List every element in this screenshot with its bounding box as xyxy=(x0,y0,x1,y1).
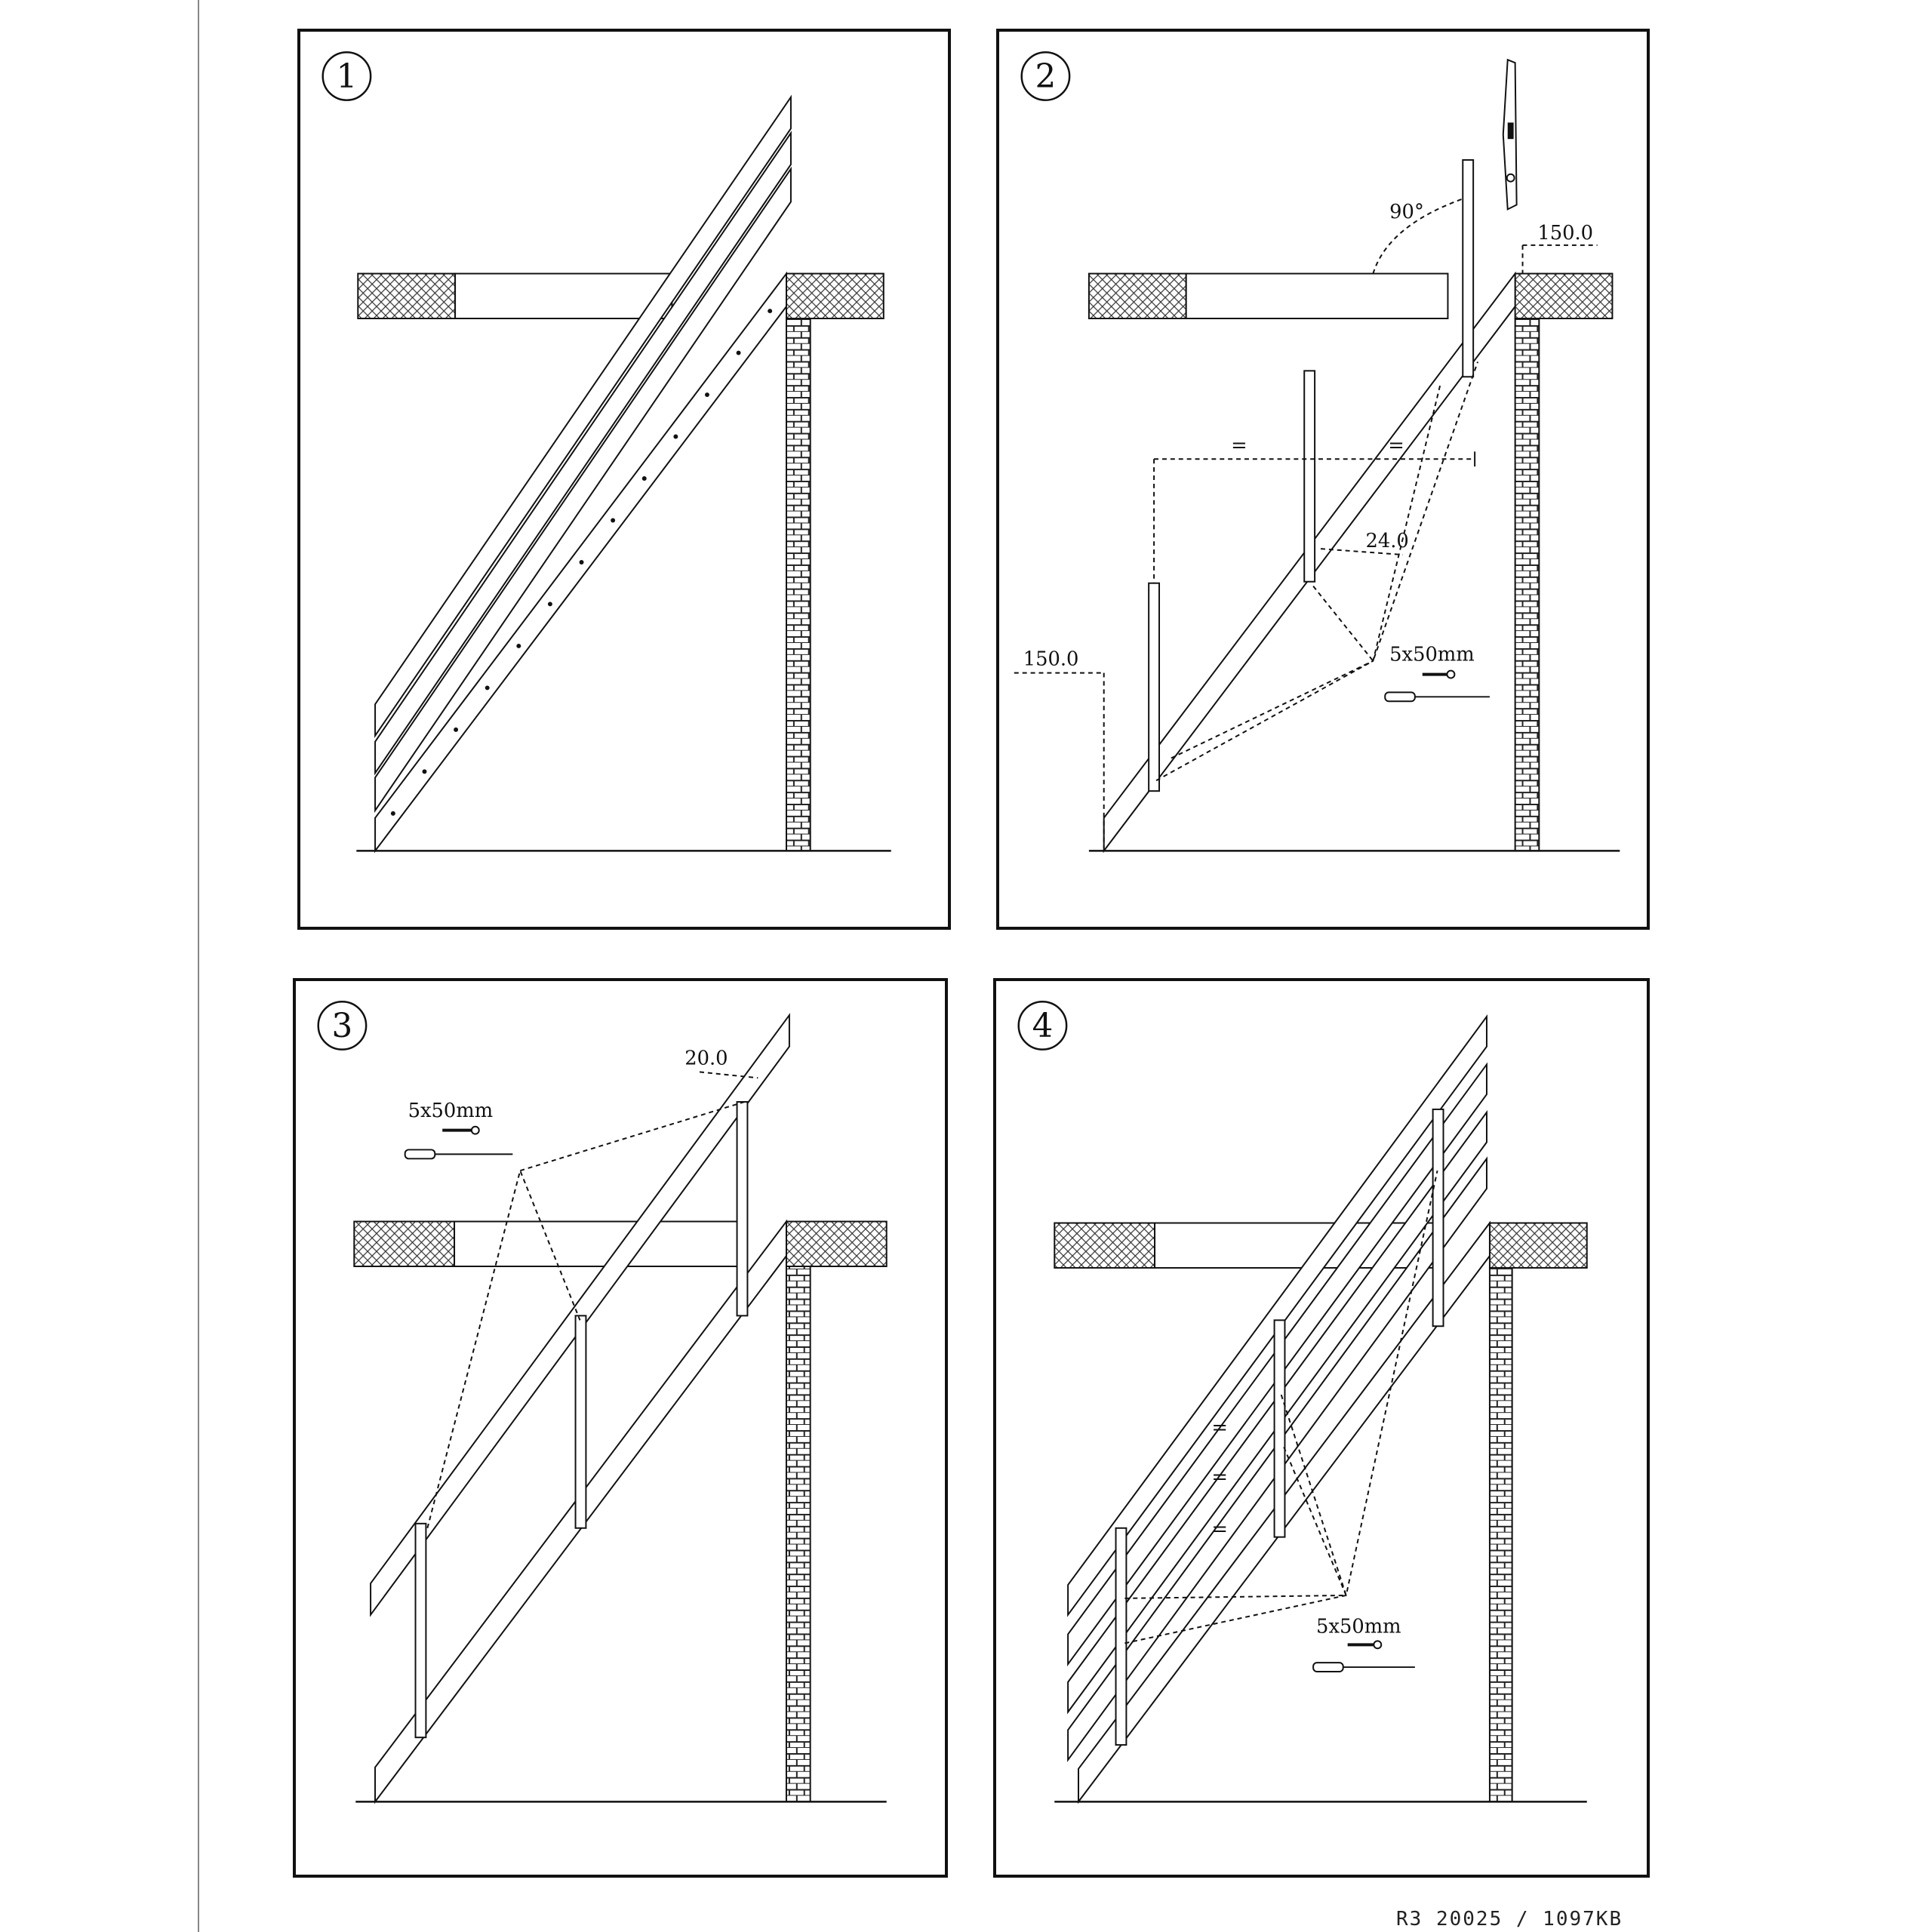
binding-margin-line xyxy=(198,0,199,1932)
brick-wall xyxy=(1514,317,1540,852)
rail-gap-leader xyxy=(699,1071,758,1079)
equal-spacing-label-2: = xyxy=(1211,1466,1228,1488)
angle-arc xyxy=(1372,198,1463,274)
stairwell-opening xyxy=(1185,272,1449,319)
step-3-diagram: 3 20.0 5x50mm xyxy=(317,1001,888,1804)
ceiling-slab-left xyxy=(357,272,457,319)
step-panel-1: 1 xyxy=(297,29,951,930)
screw-size-label: 5x50mm xyxy=(1389,644,1475,666)
step-number: 1 xyxy=(337,58,358,96)
angle-label: 90° xyxy=(1389,201,1424,223)
handrail-board-3 xyxy=(374,94,792,739)
step-4-diagram: 4 = = = 5x50mm xyxy=(1017,1001,1588,1804)
screw-size-label: 5x50mm xyxy=(408,1100,494,1122)
screwdriver-icon xyxy=(1312,1662,1415,1672)
screw-icon xyxy=(442,1125,480,1135)
baluster-post-1 xyxy=(1148,582,1161,792)
ceiling-slab-right xyxy=(1514,272,1614,319)
step-number: 3 xyxy=(332,1008,353,1045)
step-2-diagram: 2 90° 150.0 xyxy=(1014,51,1620,854)
screw-callout-lines xyxy=(1155,361,1479,782)
post-inset-leader xyxy=(1320,548,1404,556)
screw-callout-lines xyxy=(426,1101,745,1529)
step-number-circle xyxy=(321,51,372,101)
step-panel-3: 3 20.0 5x50mm xyxy=(293,978,948,1878)
ceiling-slab-right xyxy=(786,272,884,319)
handrail-board-2 xyxy=(374,131,792,776)
handrail-board-1 xyxy=(374,166,792,814)
ceiling-slab-right xyxy=(1488,1222,1588,1269)
handrail-top xyxy=(1067,1014,1487,1617)
step-number: 4 xyxy=(1032,1008,1054,1045)
stringer-screw-dots xyxy=(390,309,773,816)
screw-callout-lines xyxy=(1124,1170,1438,1644)
screw-icon xyxy=(1347,1640,1383,1650)
offset-top-label: 150.0 xyxy=(1537,222,1593,245)
step-number-circle xyxy=(317,1001,368,1051)
offset-bottom-label: 150.0 xyxy=(1023,648,1079,671)
baluster-post-3 xyxy=(1462,158,1475,378)
step-panel-2: 2 90° 150.0 xyxy=(996,29,1650,930)
baluster-post-2 xyxy=(1273,1319,1286,1538)
screwdriver-icon xyxy=(1384,691,1490,703)
step-number-circle xyxy=(1017,1001,1068,1051)
screwdriver-icon xyxy=(404,1149,513,1160)
baluster-post-3 xyxy=(1432,1108,1444,1327)
equal-right-label: = xyxy=(1388,434,1404,457)
brick-wall xyxy=(785,1266,811,1803)
step-number-circle xyxy=(1020,51,1071,101)
brick-wall xyxy=(1488,1266,1513,1803)
step-number: 2 xyxy=(1035,58,1057,96)
ceiling-slab-left xyxy=(1088,272,1187,319)
stairwell-opening xyxy=(454,272,673,319)
ceiling-slab-right xyxy=(785,1220,888,1267)
stairwell-opening xyxy=(454,1220,740,1267)
document-code: R3 20025 / 1097KB xyxy=(1396,1908,1623,1930)
ceiling-slab-left xyxy=(1054,1222,1156,1269)
baluster-post-1 xyxy=(414,1522,427,1739)
step-panel-4: 4 = = = 5x50mm xyxy=(993,978,1650,1878)
screw-size-label: 5x50mm xyxy=(1316,1615,1401,1638)
ceiling-slab-left xyxy=(353,1220,456,1267)
screw-icon xyxy=(1422,669,1456,679)
brick-wall xyxy=(786,317,811,852)
step-1-diagram: 1 xyxy=(321,51,891,854)
baluster-post-2 xyxy=(1303,370,1316,583)
equal-left-label: = xyxy=(1231,434,1247,457)
spirit-level-icon xyxy=(1502,58,1518,211)
rail-gap-label: 20.0 xyxy=(685,1047,728,1069)
baluster-post-3 xyxy=(736,1101,749,1317)
equal-spacing-label-3: = xyxy=(1211,1518,1228,1541)
equal-spacing-label-1: = xyxy=(1211,1417,1228,1439)
baluster-post-1 xyxy=(1115,1527,1128,1746)
baluster-post-2 xyxy=(574,1315,587,1529)
